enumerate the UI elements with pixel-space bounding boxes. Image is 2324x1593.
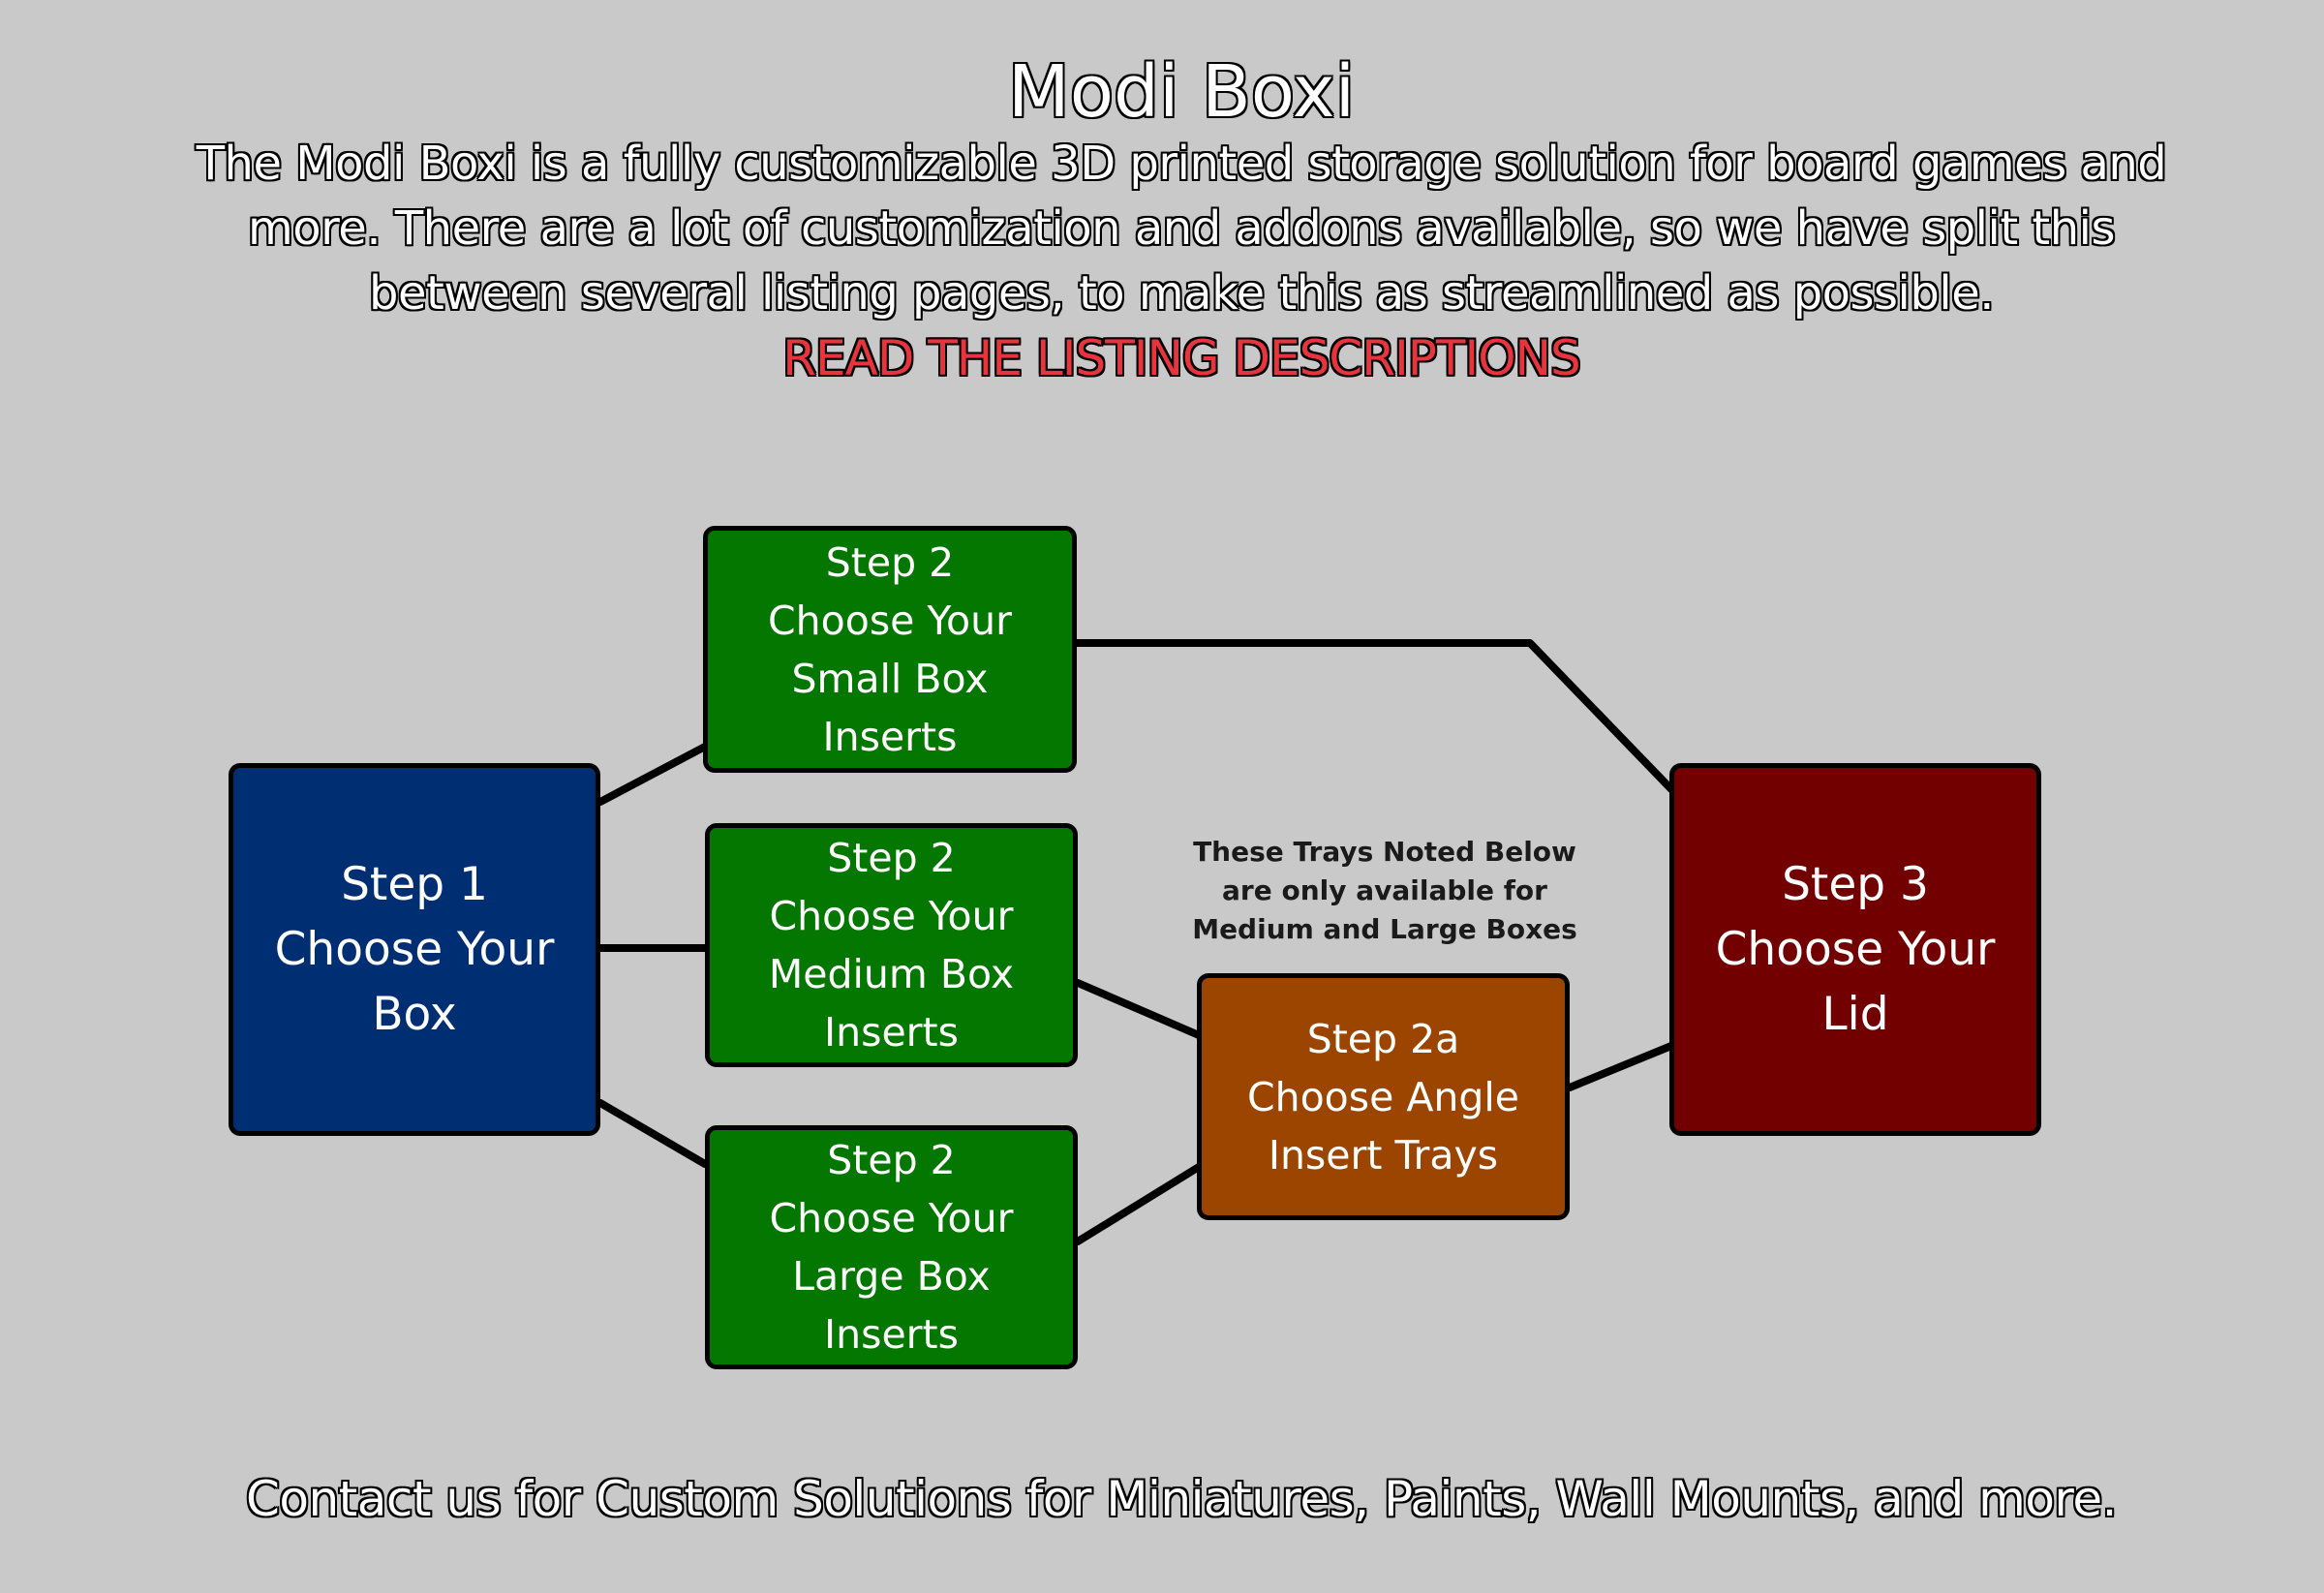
step2-large-box-inserts: Step 2 Choose Your Large Box Inserts bbox=[705, 1125, 1078, 1369]
step2-small-line: Inserts bbox=[822, 713, 958, 760]
step2-large-line: Choose Your bbox=[769, 1195, 1014, 1241]
description-line: The Modi Boxi is a fully customizable 3D… bbox=[196, 137, 2167, 191]
step1-line: Box bbox=[372, 988, 457, 1041]
step2a-angle-insert-trays: Step 2a Choose Angle Insert Trays bbox=[1197, 973, 1570, 1220]
step3-label: Step 3 bbox=[1782, 858, 1929, 911]
step2-medium-line: Inserts bbox=[824, 1009, 959, 1056]
step1-choose-box: Step 1 Choose Your Box bbox=[229, 763, 600, 1136]
step2a-label: Step 2a bbox=[1306, 1015, 1460, 1062]
step2-large-line: Inserts bbox=[824, 1311, 959, 1358]
warning-text: READ THE LISTING DESCRIPTIONS bbox=[782, 330, 1580, 386]
footer-contact: Contact us for Custom Solutions for Mini… bbox=[245, 1471, 2118, 1527]
note-line: Medium and Large Boxes bbox=[1192, 913, 1577, 945]
step3-line: Choose Your bbox=[1715, 923, 1996, 976]
step2-medium-box-inserts: Step 2 Choose Your Medium Box Inserts bbox=[705, 823, 1078, 1067]
step2-small-line: Choose Your bbox=[768, 597, 1012, 644]
connector-large-angle bbox=[1074, 1163, 1203, 1245]
step2-small-label: Step 2 bbox=[825, 538, 955, 586]
connector-step1-small bbox=[596, 743, 709, 806]
step2-large-label: Step 2 bbox=[827, 1137, 956, 1183]
description-line: between several listing pages, to make t… bbox=[369, 266, 1994, 321]
step2-small-box-inserts: Step 2 Choose Your Small Box Inserts bbox=[703, 526, 1077, 773]
step2-large-line: Large Box bbox=[792, 1253, 991, 1300]
note-line: These Trays Noted Below bbox=[1193, 836, 1576, 868]
step2a-line: Choose Angle bbox=[1246, 1073, 1520, 1120]
description: The Modi Boxi is a fully customizable 3D… bbox=[0, 132, 2324, 326]
step3-choose-lid: Step 3 Choose Your Lid bbox=[1669, 763, 2041, 1136]
connector-medium-angle bbox=[1074, 979, 1203, 1039]
step1-line: Choose Your bbox=[274, 923, 555, 976]
step2-medium-line: Medium Box bbox=[768, 951, 1015, 997]
step2-medium-line: Choose Your bbox=[769, 893, 1014, 939]
step2a-line: Insert Trays bbox=[1268, 1131, 1499, 1179]
connector-small-step3 bbox=[1073, 639, 1675, 793]
step2-medium-label: Step 2 bbox=[827, 835, 956, 881]
trays-note: These Trays Noted Below are only availab… bbox=[1181, 833, 1588, 949]
step1-label: Step 1 bbox=[341, 858, 488, 911]
connector-angle-step3 bbox=[1566, 1042, 1675, 1091]
page-title: Modi Boxi bbox=[1007, 50, 1356, 134]
connector-step1-large bbox=[596, 1099, 709, 1168]
step3-line: Lid bbox=[1821, 988, 1889, 1041]
description-line: more. There are a lot of customization a… bbox=[247, 201, 2116, 256]
note-line: are only available for bbox=[1222, 874, 1547, 906]
step2-small-line: Small Box bbox=[791, 655, 989, 702]
